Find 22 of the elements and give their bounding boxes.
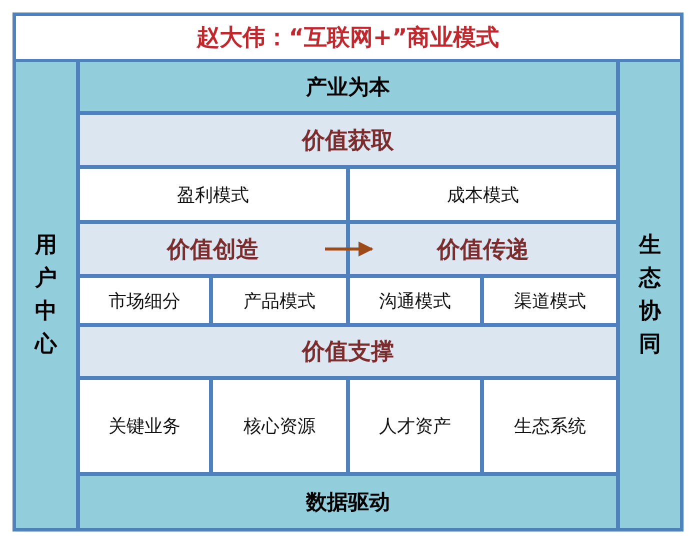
side-label: 用户中心 <box>34 232 58 359</box>
section-header: 价值传递 <box>348 222 618 276</box>
module-cell: 沟通模式 <box>348 276 482 325</box>
module-cell: 核心资源 <box>211 378 348 474</box>
module-cell: 渠道模式 <box>482 276 618 325</box>
module-cell: 生态系统 <box>482 378 618 474</box>
side-band <box>14 60 78 530</box>
layer-band: 产业为本 <box>78 60 618 113</box>
section-header: 价值创造 <box>78 222 348 276</box>
module-cell: 盈利模式 <box>78 167 348 222</box>
side-band <box>618 60 682 530</box>
module-cell: 成本模式 <box>348 167 618 222</box>
module-cell: 市场细分 <box>78 276 211 325</box>
section-header: 价值支撑 <box>78 325 618 378</box>
side-label: 生态协同 <box>638 232 662 359</box>
module-cell: 人才资产 <box>348 378 482 474</box>
module-cell: 产品模式 <box>211 276 348 325</box>
layer-band: 数据驱动 <box>78 474 618 530</box>
module-cell: 关键业务 <box>78 378 211 474</box>
title-banner: 赵大伟：“互联网+”商业模式 <box>14 14 682 61</box>
arrow <box>325 242 374 256</box>
section-header: 价值获取 <box>78 113 618 167</box>
